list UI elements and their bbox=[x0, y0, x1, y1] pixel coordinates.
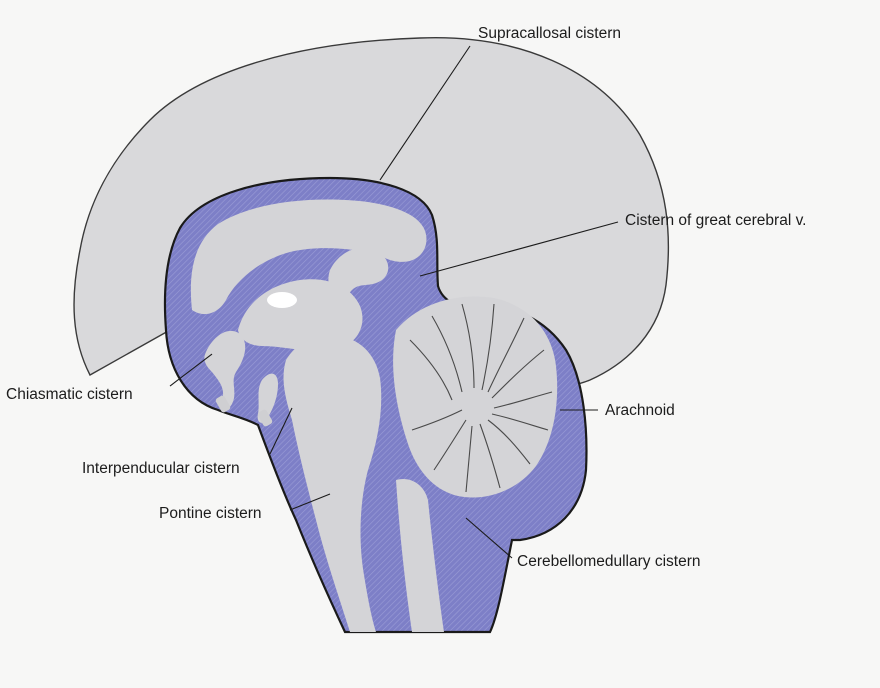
label-supracallosal-cistern: Supracallosal cistern bbox=[478, 25, 621, 42]
label-arachnoid: Arachnoid bbox=[605, 402, 675, 419]
label-chiasmatic-cistern: Chiasmatic cistern bbox=[6, 386, 133, 403]
label-pontine-cistern: Pontine cistern bbox=[159, 505, 262, 522]
label-cerebellomedullary-cistern: Cerebellomedullary cistern bbox=[517, 553, 701, 570]
label-interpeduncular-cistern: Interpenducular cistern bbox=[82, 460, 240, 477]
label-great-cerebral-vein-cistern: Cistern of great cerebral v. bbox=[625, 212, 806, 229]
interventricular-foramen bbox=[267, 292, 297, 308]
